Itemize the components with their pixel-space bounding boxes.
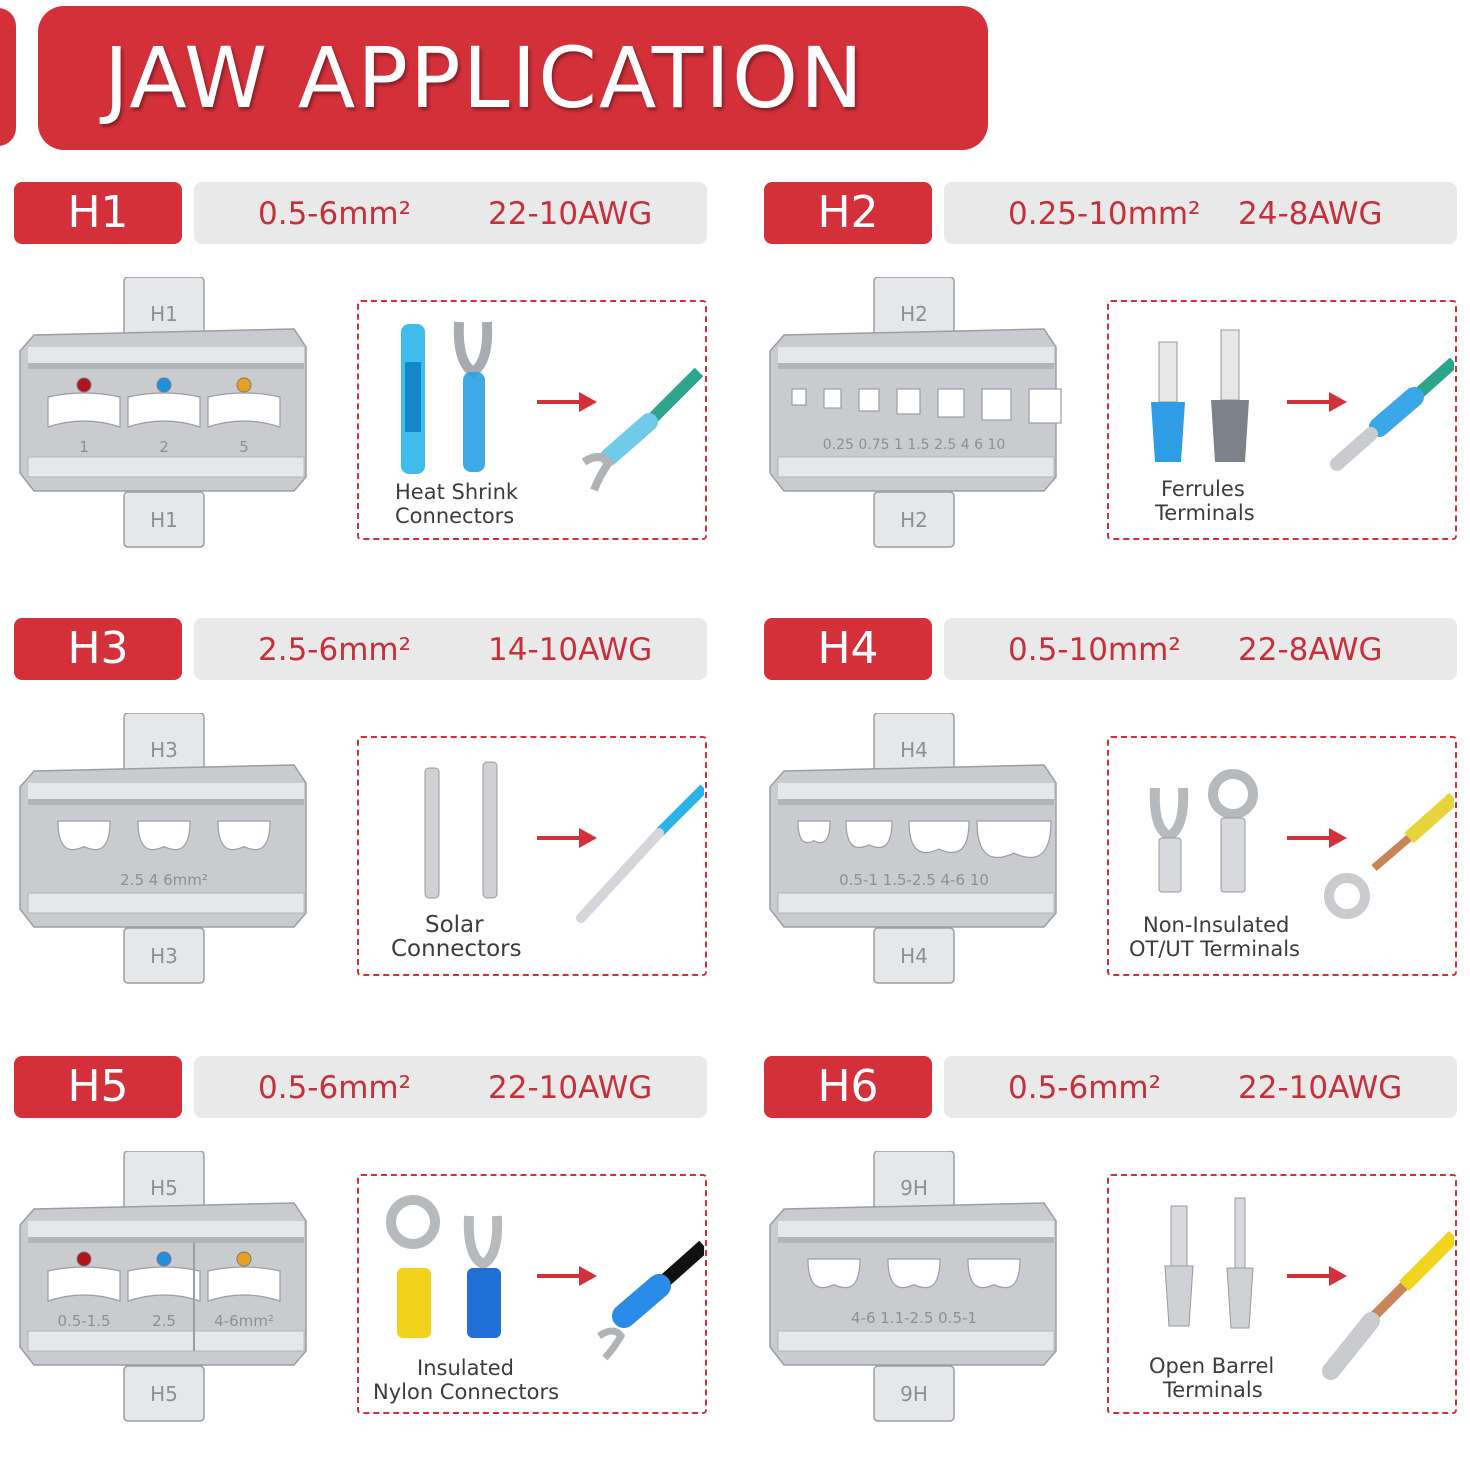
- jaw-top-label: H2: [900, 302, 928, 326]
- jaw-spec-bar: 0.25-10mm² 24-8AWG: [944, 182, 1457, 244]
- terminal-type-label-line2: Terminals: [1163, 1378, 1263, 1402]
- header-banner: JAW APPLICATION: [38, 6, 988, 150]
- page-title: JAW APPLICATION: [104, 29, 865, 127]
- wire-size-mm: 0.5-10mm²: [1008, 632, 1181, 668]
- jaw-bottom-label: H2: [900, 508, 928, 532]
- jaw-top-label: 9H: [900, 1176, 928, 1200]
- terminal-type-label-line1: Non-Insulated: [1143, 913, 1290, 937]
- wire-size-mm: 0.5-6mm²: [258, 196, 412, 232]
- crimp-die-jaw-icon: 9H 9H 4-6 1.1-2.5 0.5-1: [764, 1151, 1064, 1426]
- jaw-top-label: H3: [150, 738, 178, 762]
- wire-size-awg: 22-8AWG: [1238, 632, 1383, 668]
- terminal-application-box: Insulated Nylon Connectors: [357, 1174, 707, 1414]
- svg-text:1: 1: [79, 438, 89, 456]
- jaw-top-label: H1: [150, 302, 178, 326]
- jaw-bottom-label: H5: [150, 1382, 178, 1406]
- svg-text:4-6mm²: 4-6mm²: [214, 1312, 274, 1330]
- wire-size-awg: 14-10AWG: [488, 632, 653, 668]
- wire-size-awg: 24-8AWG: [1238, 196, 1383, 232]
- wire-size-awg: 22-10AWG: [488, 196, 653, 232]
- jaw-bottom-label: 9H: [900, 1382, 928, 1406]
- svg-text:0.5-1 1.5-2.5 4-6 10: 0.5-1 1.5-2.5 4-6 10: [839, 871, 989, 889]
- jaw-code-badge: H3: [14, 618, 182, 680]
- wire-size-mm: 2.5-6mm²: [258, 632, 412, 668]
- svg-text:5: 5: [239, 438, 249, 456]
- jaw-spec-bar: 0.5-6mm² 22-10AWG: [944, 1056, 1457, 1118]
- terminal-type-label-line1: Ferrules: [1161, 477, 1245, 501]
- svg-text:0.5-1.5: 0.5-1.5: [57, 1312, 110, 1330]
- wire-size-mm: 0.25-10mm²: [1008, 196, 1201, 232]
- jaw-section-h6: H6 0.5-6mm² 22-10AWG 9H 9H 4-6 1.1-2.5 0.5…: [764, 1056, 1470, 1451]
- wire-size-awg: 22-10AWG: [1238, 1070, 1403, 1106]
- terminal-type-label-line2: Nylon Connectors: [373, 1380, 560, 1404]
- jaw-top-label: H5: [150, 1176, 178, 1200]
- terminal-application-box: Ferrules Terminals: [1107, 300, 1457, 540]
- terminal-type-label-line1: Heat Shrink: [395, 480, 519, 504]
- svg-text:2.5 4 6mm²: 2.5 4 6mm²: [120, 871, 208, 889]
- jaw-spec-bar: 2.5-6mm² 14-10AWG: [194, 618, 707, 680]
- terminal-application-box: Non-Insulated OT/UT Terminals: [1107, 736, 1457, 976]
- terminal-type-label-line2: Connectors: [391, 936, 522, 962]
- terminal-application-box: Open Barrel Terminals: [1107, 1174, 1457, 1414]
- terminal-type-label-line2: Connectors: [395, 504, 515, 528]
- jaw-top-label: H4: [900, 738, 928, 762]
- terminal-type-label-line1: Open Barrel: [1149, 1354, 1275, 1378]
- svg-text:2: 2: [159, 438, 169, 456]
- terminal-type-label-line2: Terminals: [1155, 501, 1255, 525]
- svg-text:2.5: 2.5: [152, 1312, 176, 1330]
- jaw-spec-bar: 0.5-10mm² 22-8AWG: [944, 618, 1457, 680]
- jaw-spec-bar: 0.5-6mm² 22-10AWG: [194, 182, 707, 244]
- terminal-application-box: Solar Connectors: [357, 736, 707, 976]
- terminal-type-label-line1: Insulated: [417, 1356, 514, 1380]
- wire-size-mm: 0.5-6mm²: [258, 1070, 412, 1106]
- jaw-code-badge: H5: [14, 1056, 182, 1118]
- jaw-bottom-label: H1: [150, 508, 178, 532]
- header-edge-tab: [0, 8, 16, 146]
- jaw-bottom-label: H3: [150, 944, 178, 968]
- wire-size-awg: 22-10AWG: [488, 1070, 653, 1106]
- jaw-bottom-label: H4: [900, 944, 928, 968]
- terminal-type-label-line2: OT/UT Terminals: [1129, 937, 1300, 961]
- wire-size-mm: 0.5-6mm²: [1008, 1070, 1162, 1106]
- jaw-spec-bar: 0.5-6mm² 22-10AWG: [194, 1056, 707, 1118]
- jaw-code-badge: H2: [764, 182, 932, 244]
- svg-text:0.25 0.75 1 1.5 2.5 4 6: 0.25 0.75 1 1.5 2.5 4 6 10: [823, 437, 1006, 453]
- terminal-type-label-line1: Solar: [425, 912, 484, 938]
- terminal-application-box: Heat Shrink Connectors: [357, 300, 707, 540]
- jaw-code-badge: H4: [764, 618, 932, 680]
- svg-text:4-6 1.1-2.5 0.5-1: 4-6 1.1-2.5 0.5-1: [851, 1309, 977, 1327]
- jaw-code-badge: H1: [14, 182, 182, 244]
- jaw-code-badge: H6: [764, 1056, 932, 1118]
